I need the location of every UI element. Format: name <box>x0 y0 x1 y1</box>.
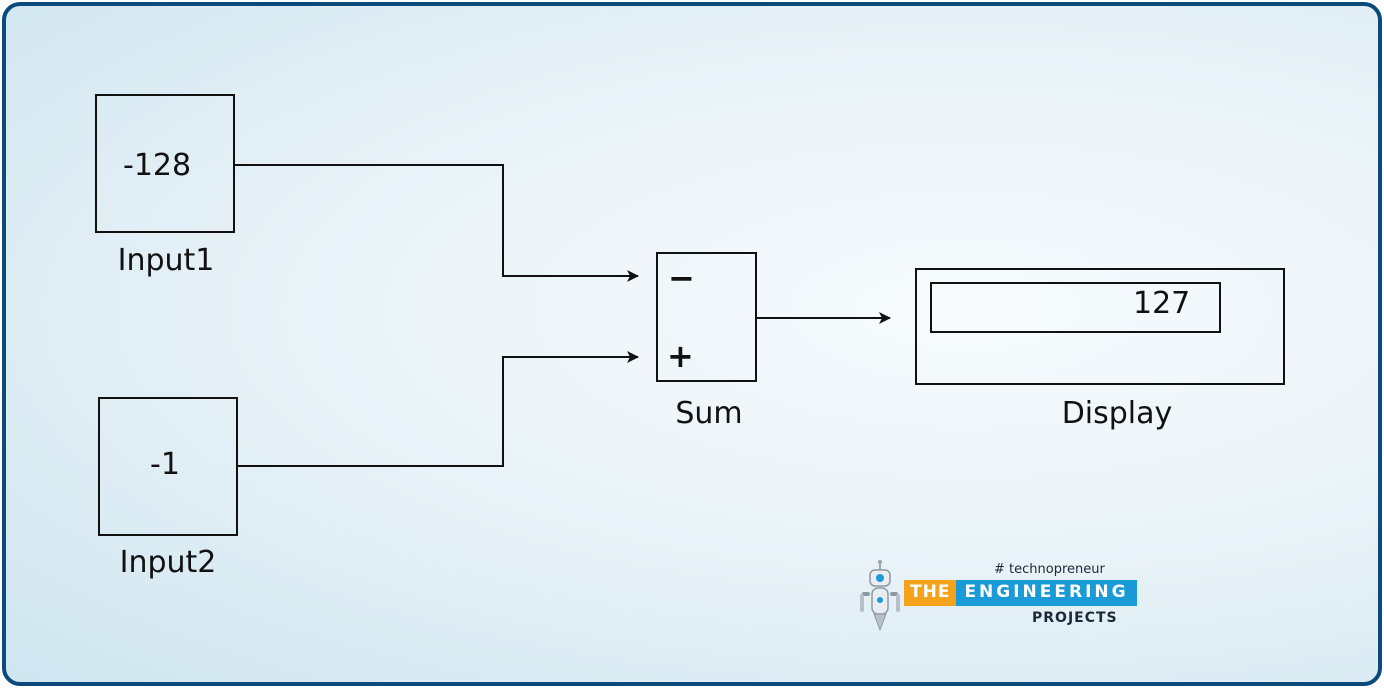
robot-icon <box>860 560 900 632</box>
input2-label: Input2 <box>119 545 217 580</box>
signal-line-input2-to-sum <box>238 351 639 467</box>
logo-word-projects: PROJECTS <box>1032 610 1118 626</box>
brand-logo: # technopreneur THE ENGINEERING PROJECTS <box>858 560 1137 632</box>
display-label: Display <box>1061 396 1173 431</box>
logo-wordmark: THE ENGINEERING <box>904 580 1137 606</box>
logo-word-the: THE <box>904 580 957 606</box>
display-block[interactable] <box>915 268 1285 385</box>
input1-block[interactable] <box>95 94 235 233</box>
input2-block[interactable] <box>98 397 238 536</box>
input1-label: Input1 <box>117 243 215 278</box>
sum-minus-sign: − <box>668 259 695 297</box>
sum-label: Sum <box>675 396 743 431</box>
display-value: 127 <box>1133 286 1191 321</box>
sum-plus-sign: + <box>667 337 694 375</box>
input2-value: -1 <box>150 447 180 482</box>
display-readout-box <box>930 282 1221 333</box>
sum-block[interactable] <box>656 252 757 382</box>
logo-word-engineering: ENGINEERING <box>956 580 1137 606</box>
signal-line-input1-to-sum <box>235 164 639 282</box>
logo-tagline: # technopreneur <box>994 562 1105 577</box>
input1-value: -128 <box>123 148 192 183</box>
